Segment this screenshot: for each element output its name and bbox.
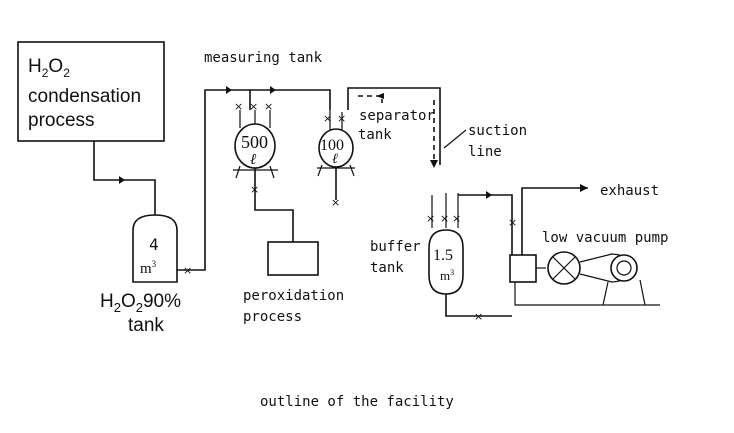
storage-tank-unit-sup: 3	[152, 259, 157, 269]
storage-name-pct: 90%	[143, 291, 181, 312]
measuring-tank-label: measuring tank	[204, 50, 323, 66]
storage-name-sub1: 2	[114, 300, 121, 315]
buffer-tank-1-5: × × × 1.5 m3 ×	[426, 193, 512, 323]
storage-tank-unit: m	[140, 261, 152, 277]
storage-name-line2: tank	[128, 315, 164, 336]
svg-text:×: ×	[426, 212, 435, 225]
exhaust-label: exhaust	[600, 183, 659, 199]
separator-tank-num: 100	[320, 137, 344, 154]
pipe-process-to-storage	[93, 141, 156, 220]
process-formula-o: O	[48, 56, 63, 77]
process-formula-h: H	[28, 56, 42, 77]
buffer-tank-unit-sup: 3	[450, 268, 454, 277]
svg-text:×: ×	[323, 112, 332, 125]
suction-dashed-top	[358, 95, 383, 103]
svg-text:×: ×	[337, 112, 346, 125]
low-vacuum-pump	[509, 251, 660, 306]
buffer-tank-num: 1.5	[433, 247, 453, 264]
svg-text:×: ×	[234, 100, 243, 113]
svg-text:×: ×	[474, 310, 483, 323]
pipe-separator-to-buffer	[347, 87, 441, 165]
storage-name-h: H	[100, 291, 114, 312]
separator-label-line1: separator	[359, 108, 435, 124]
storage-tank-label: H2O290% tank	[100, 291, 181, 336]
measuring-tank-500: × × × 500 ℓ ×	[233, 100, 294, 242]
suction-line-label-1: suction	[468, 123, 527, 139]
svg-text:×: ×	[183, 264, 192, 277]
svg-text:×: ×	[508, 216, 517, 229]
separator-tank-unit: ℓ	[332, 152, 338, 167]
process-formula-sub2: 2	[63, 66, 70, 80]
peroxidation-line2: process	[243, 309, 302, 325]
h2o2-storage-tank: 4 m3	[132, 214, 178, 283]
diagram-caption: outline of the facility	[260, 394, 454, 410]
separator-label-line2: tank	[358, 127, 392, 143]
peroxidation-line1: peroxidation	[243, 288, 344, 304]
pump-label: low vacuum pump	[542, 230, 668, 246]
condensation-process-box: H2O2 condensation process	[17, 41, 165, 142]
peroxidation-process-box: peroxidation process	[243, 241, 344, 325]
storage-name-o: O	[121, 291, 136, 312]
buffer-tank-unit: m	[440, 268, 450, 283]
svg-text:×: ×	[331, 196, 340, 209]
svg-text:H2O2: H2O2	[28, 56, 70, 80]
measuring-tank-unit: ℓ	[250, 152, 256, 168]
buffer-label-line2: tank	[370, 260, 404, 276]
buffer-label-line1: buffer	[370, 239, 421, 255]
pipe-measuring-to-separator	[250, 89, 331, 110]
svg-text:×: ×	[249, 100, 258, 113]
svg-text:×: ×	[250, 183, 259, 196]
pipe-storage-to-measuring: ×	[177, 86, 251, 277]
process-box-line2: condensation	[28, 86, 141, 107]
storage-name-sub2: 2	[136, 300, 143, 315]
svg-text:×: ×	[452, 212, 461, 225]
pipe-exhaust	[521, 187, 588, 255]
svg-text:×: ×	[440, 212, 449, 225]
suction-line-label-2: line	[468, 144, 502, 160]
pipe-buffer-to-pump	[458, 194, 513, 255]
storage-tank-volume: 4	[149, 235, 159, 254]
svg-text:×: ×	[264, 100, 273, 113]
measuring-tank-num: 500	[241, 132, 268, 152]
process-formula-sub1: 2	[42, 66, 49, 80]
separator-tank-100: × × 100 ℓ ×	[317, 110, 355, 209]
svg-text:m3: m3	[440, 268, 454, 283]
svg-text:H2O290%: H2O290%	[100, 291, 181, 315]
process-box-line3: process	[28, 110, 95, 131]
svg-text:m3: m3	[140, 259, 157, 277]
